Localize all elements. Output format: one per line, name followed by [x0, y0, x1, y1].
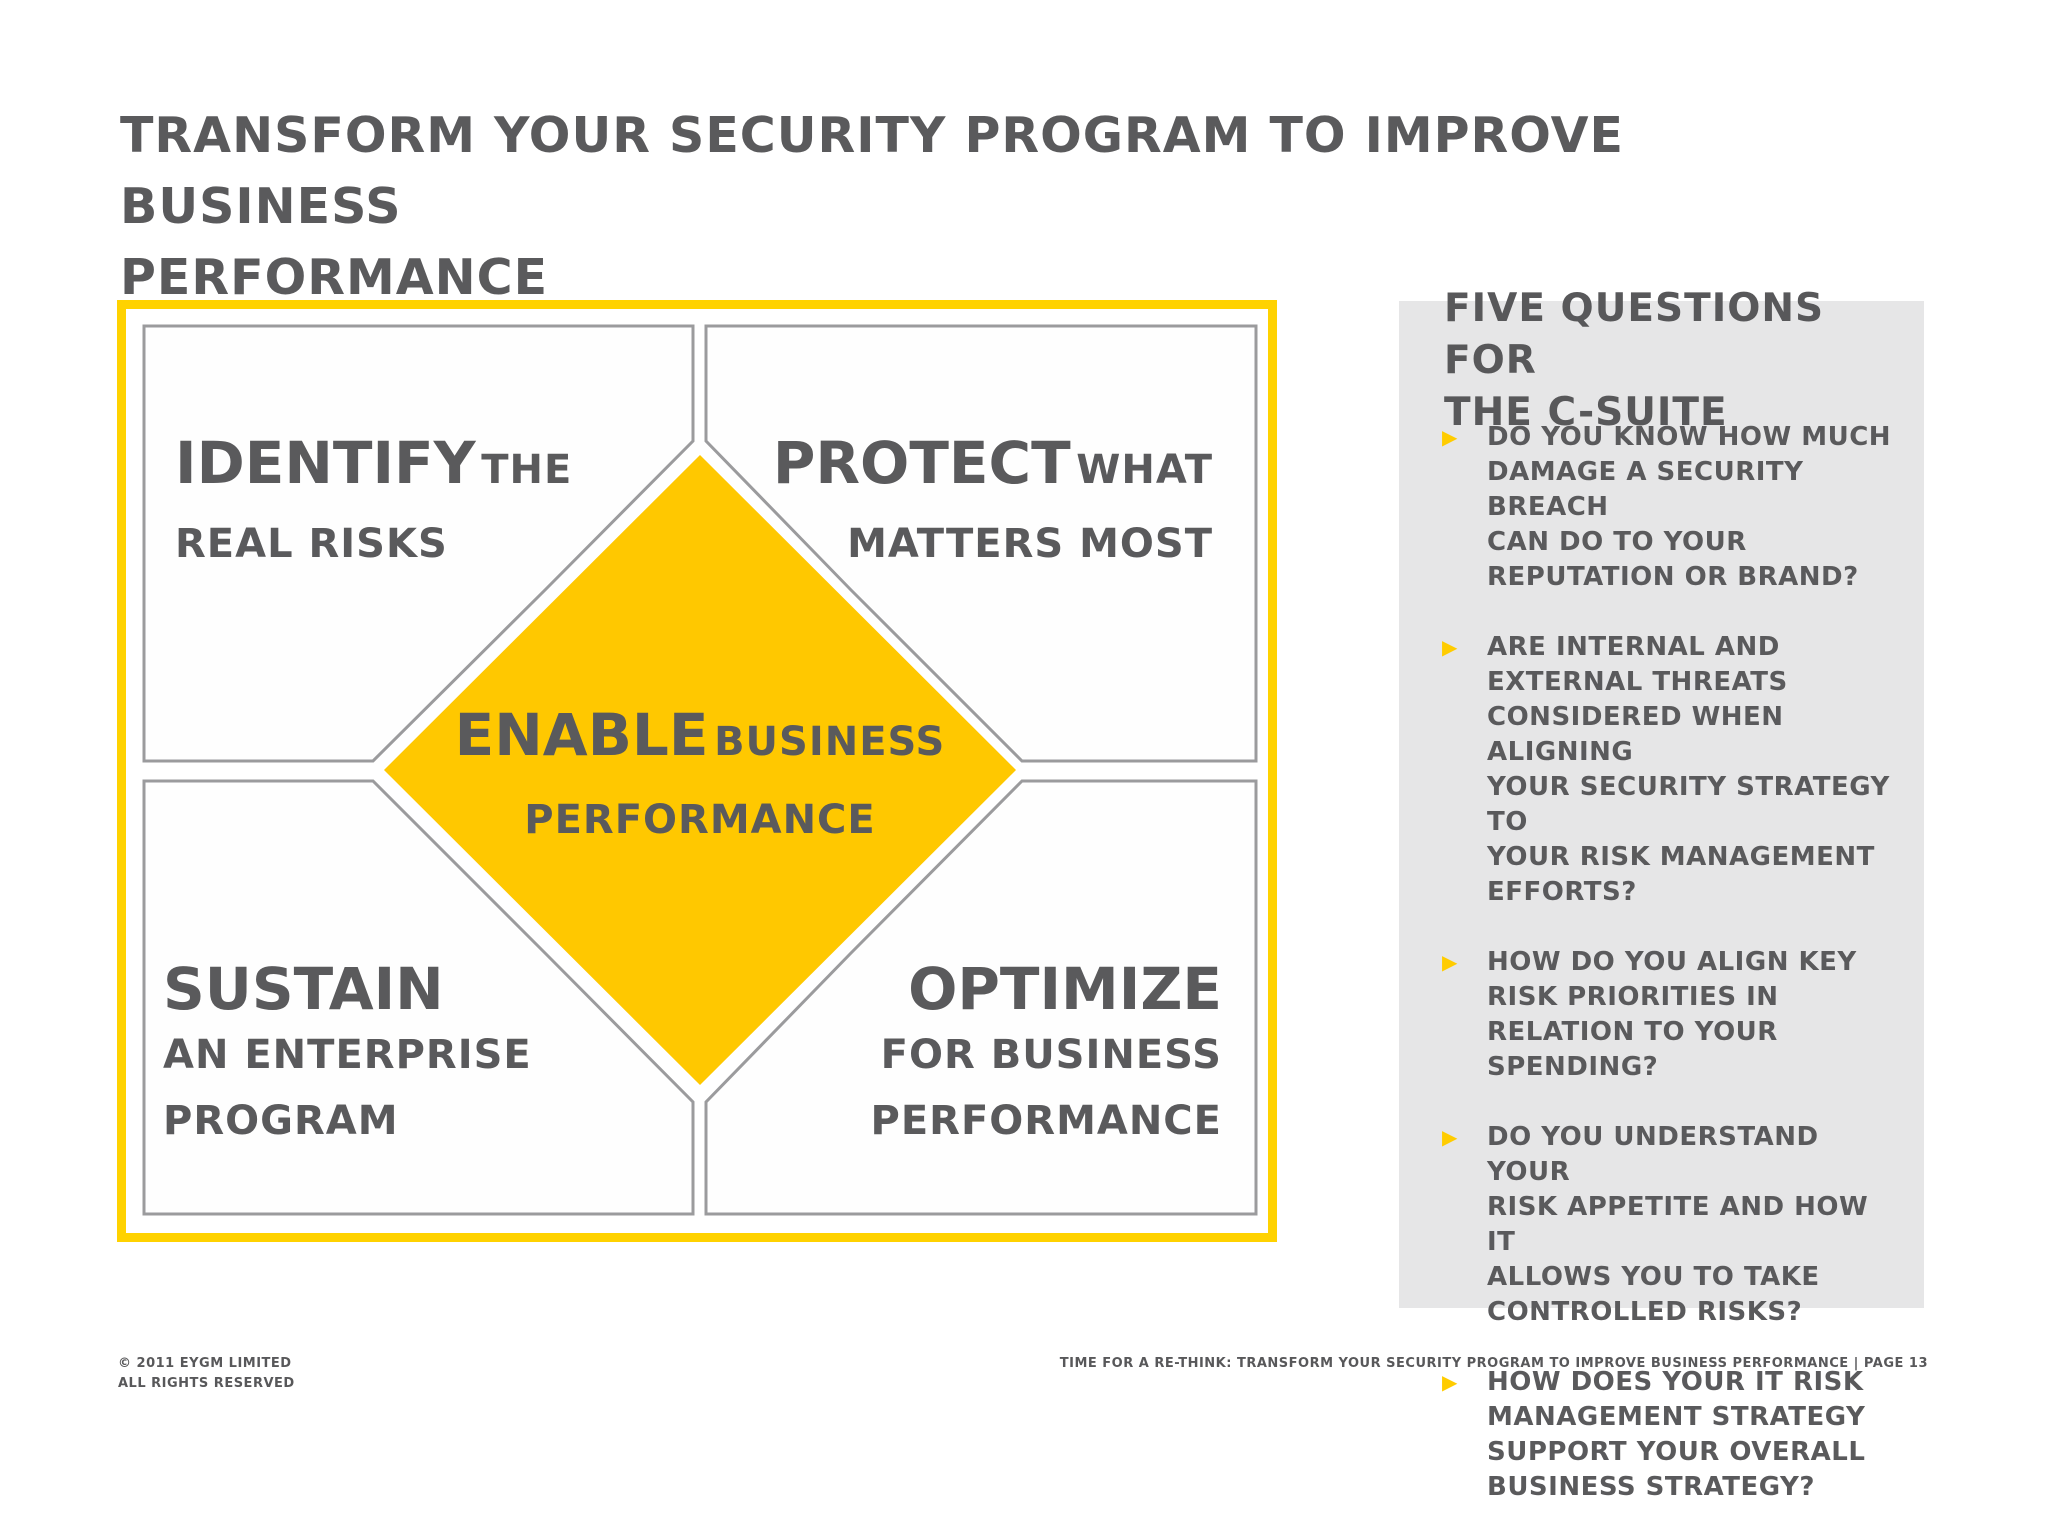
quadrant-identify: Identify the real risks: [175, 430, 572, 577]
question-item: ▶ How do you align key risk priorities in r…: [1442, 945, 1902, 1085]
sustain-heading: Sustain: [163, 955, 444, 1023]
framework-diagram: [142, 324, 1258, 1216]
question-text-line: risk appetite and how it: [1487, 1192, 1869, 1257]
sustain-subtext-1: an enterprise: [163, 1032, 532, 1078]
question-text-line: How do you align key: [1487, 947, 1857, 977]
optimize-subtext-2: performance: [870, 1098, 1222, 1144]
protect-heading: Protect: [772, 429, 1071, 497]
identify-subtext-1: the: [481, 447, 573, 493]
question-text-line: spending?: [1487, 1052, 1659, 1082]
quadrant-protect-box: [704, 324, 1258, 763]
question-item: ▶ Do you know how much damage a security b…: [1442, 420, 1902, 595]
page-number: | Page 13: [1853, 1356, 1928, 1371]
enable-diamond: [384, 455, 1016, 1085]
bullet-arrow-icon: ▶: [1442, 950, 1458, 974]
bullet-arrow-icon: ▶: [1442, 1370, 1458, 1394]
question-text-line: external threats: [1487, 667, 1788, 697]
optimize-subtext-1: for business: [880, 1032, 1222, 1078]
page-title-line-2: performance: [120, 249, 549, 306]
question-text-line: How does your IT risk: [1487, 1367, 1864, 1397]
question-text-line: considered when aligning: [1487, 702, 1784, 767]
quadrant-optimize-box: [704, 779, 1258, 1216]
enable-heading: Enable: [454, 701, 709, 769]
quadrant-optimize: Optimize for business performance: [871, 956, 1223, 1154]
sidebar-title-line-1: Five questions for: [1444, 286, 1825, 383]
identify-heading: Identify: [175, 429, 476, 497]
footer-copyright: © 2011 EYGM Limited All Rights Reserved: [118, 1354, 295, 1394]
question-text-line: your security strategy to: [1487, 772, 1890, 837]
quadrant-identify-box: [142, 324, 695, 763]
document-title: Time for a re-think: Transform your secu…: [1059, 1356, 1849, 1371]
rights-text: All Rights Reserved: [118, 1376, 295, 1391]
question-item: ▶ Are internal and external threats conside…: [1442, 630, 1902, 910]
question-text-line: management strategy: [1487, 1402, 1866, 1432]
question-item: ▶ Do you understand yourrisk appetite and…: [1442, 1120, 1902, 1330]
sidebar-panel: [1399, 301, 1924, 1308]
question-text-line: Are internal and: [1487, 632, 1780, 662]
question-text-line: damage a security breach: [1487, 457, 1804, 522]
footer-document-info: Time for a re-think: Transform your secu…: [1060, 1354, 1928, 1374]
bullet-arrow-icon: ▶: [1442, 425, 1458, 449]
sidebar-title-line-2: the C-suite: [1444, 390, 1728, 435]
question-text-line: allows you to take: [1487, 1262, 1820, 1292]
question-text-line: your risk management: [1487, 842, 1875, 872]
sustain-subtext-2: program: [163, 1098, 399, 1144]
page-title: Transform your security program to impro…: [120, 100, 1840, 313]
question-text-line: Do you understand your: [1487, 1122, 1819, 1187]
question-text-line: Do you know how much: [1487, 422, 1892, 452]
question-text-line: can do to your: [1487, 527, 1747, 557]
question-text-line: business strategy?: [1487, 1472, 1815, 1502]
bullet-arrow-icon: ▶: [1442, 1125, 1458, 1149]
optimize-heading: Optimize: [908, 955, 1222, 1023]
question-text-line: support your overall: [1487, 1437, 1866, 1467]
question-item: ▶ How does your IT risk management strateg…: [1442, 1365, 1902, 1505]
center-enable: Enable business performance: [420, 700, 980, 855]
identify-subtext-2: real risks: [175, 521, 448, 567]
question-text-line: relation to your: [1487, 1017, 1778, 1047]
quadrant-sustain-box: [142, 779, 695, 1216]
question-text-line: efforts?: [1487, 877, 1637, 907]
question-text-line: risk priorities in: [1487, 982, 1779, 1012]
enable-subtext-2: performance: [524, 797, 876, 843]
question-text-line: reputation or brand?: [1487, 562, 1859, 592]
page-title-line-1: Transform your security program to impro…: [120, 107, 1624, 235]
protect-subtext-2: matters most: [847, 521, 1213, 567]
protect-subtext-1: what: [1076, 447, 1213, 493]
copyright-text: © 2011 EYGM Limited: [118, 1356, 292, 1371]
quadrant-protect: Protect what matters most: [773, 430, 1213, 577]
quadrant-sustain: Sustain an enterprise program: [163, 956, 532, 1154]
sidebar-title: Five questions for the C-suite: [1444, 283, 1894, 439]
enable-subtext-1: business: [714, 719, 946, 765]
question-text-line: controlled risks?: [1487, 1297, 1803, 1327]
bullet-arrow-icon: ▶: [1442, 635, 1458, 659]
